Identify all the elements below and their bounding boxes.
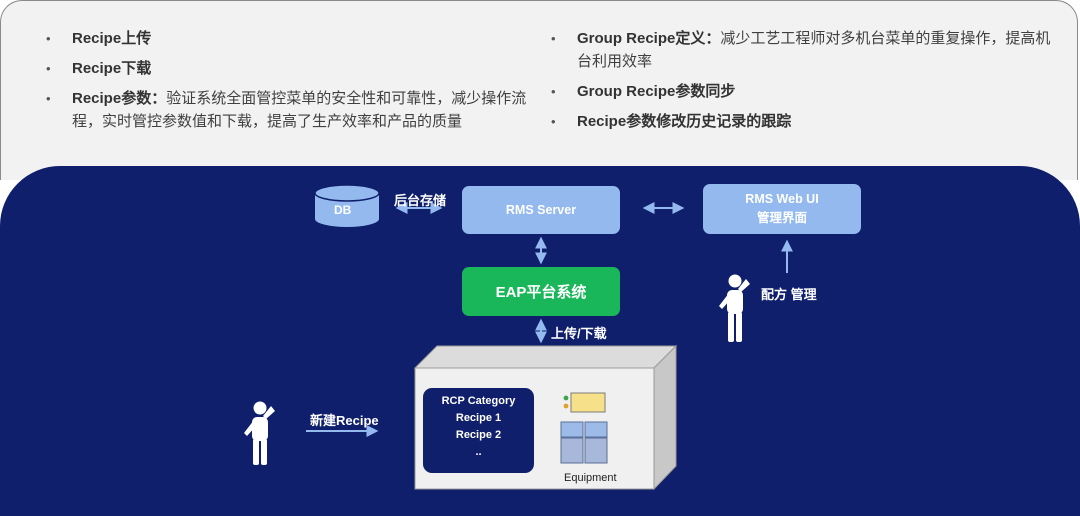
feature-list-left: Recipe上传 Recipe下载 Recipe参数：验证系统全面管控菜单的安全性和… [46,27,546,140]
feature-item-title: Recipe下载 [72,60,152,77]
feature-item-title: Recipe上传 [72,30,152,47]
feature-item-title: Group Recipe定义： [577,30,721,47]
rcp-category-title: RCP Category [441,395,516,407]
rms-web-ui-sublabel: 管理界面 [756,211,807,225]
eap-platform-node: EAP平台系统 [462,267,620,316]
rms-server-node: RMS Server [462,186,620,234]
feature-list-right: Group Recipe定义：减少工艺工程师对多机台菜单的重复操作，提高机台利用… [551,27,1056,140]
machine-modules-icon [560,421,608,464]
feature-item-title: Recipe参数修改历史记录的跟踪 [577,113,792,130]
recipe-1-item: Recipe 1 [455,412,502,424]
feature-item: Recipe上传 [46,27,546,50]
operator-person-icon [244,401,275,465]
feature-item: Group Recipe定义：减少工艺工程师对多机台菜单的重复操作，提高机台利用… [551,27,1056,73]
db-cylinder-icon [314,184,380,227]
eap-platform-label: EAP平台系统 [495,284,587,301]
feature-item: Group Recipe参数同步 [551,80,1056,103]
rms-web-ui-label: RMS Web UI [745,192,819,206]
recipe-2-item: Recipe 2 [455,429,502,441]
rcp-category-box: RCP Category Recipe 1 Recipe 2 .. [423,388,534,473]
new-recipe-label: 新建Recipe [310,413,379,428]
upload-download-label: 上传/下载 [551,326,607,341]
engineer-person-icon [719,274,750,342]
feature-item-desc: 验证系统全面管控菜单的安全性和可靠性，减少操作流程，实时管控参数值和下载，提高了… [72,90,527,130]
rms-web-ui-node: RMS Web UI 管理界面 [703,184,861,234]
feature-item-title: Group Recipe参数同步 [577,83,736,100]
recipe-ellipsis: .. [475,446,482,458]
feature-item: Recipe下载 [46,57,546,80]
feature-item-desc: 减少工艺工程师对多机台菜单的重复操作，提高机台利用效率 [577,30,1051,70]
backend-storage-label: 后台存储 [394,193,447,208]
equipment-label: Equipment [564,472,617,484]
feature-item: Recipe参数修改历史记录的跟踪 [551,110,1056,133]
feature-item: Recipe参数：验证系统全面管控菜单的安全性和可靠性，减少操作流程，实时管控参… [46,87,546,133]
feature-item-title: Recipe参数： [72,90,167,107]
recipe-manage-label: 配方 管理 [761,287,817,302]
machine-display-icon [563,392,606,413]
db-label: DB [334,203,352,217]
rms-server-label: RMS Server [505,203,577,217]
